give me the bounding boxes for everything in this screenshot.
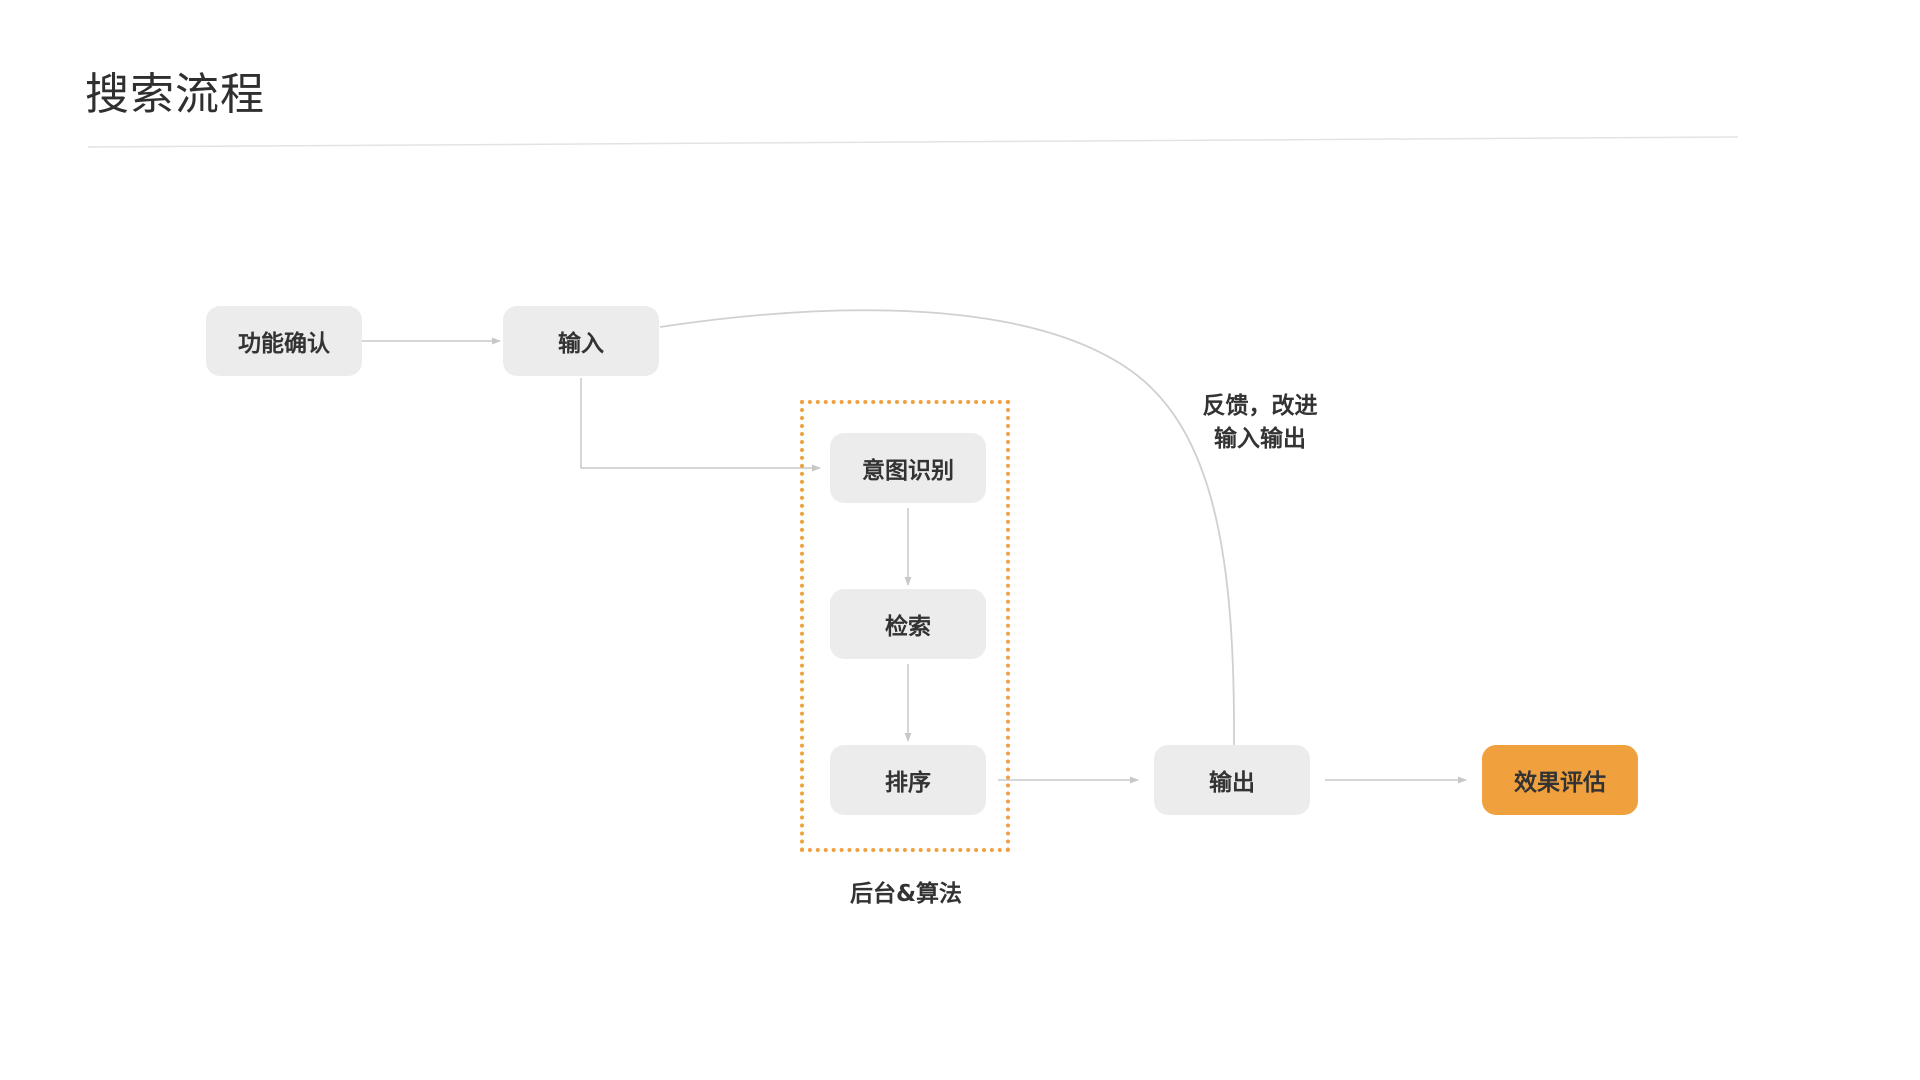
node-retrieval: 检索 [830, 589, 986, 659]
backend-algorithm-group [800, 400, 1010, 852]
arrow-input-to-intent [580, 378, 821, 472]
title-divider [87, 136, 1739, 148]
node-ranking: 排序 [830, 745, 986, 815]
node-output: 输出 [1154, 745, 1310, 815]
node-intent-recognition: 意图识别 [830, 433, 986, 503]
node-function-confirm: 功能确认 [206, 306, 362, 376]
feedback-label: 反馈，改进 输入输出 [1160, 390, 1360, 456]
feedback-curve [659, 309, 1235, 746]
node-input: 输入 [503, 306, 659, 376]
group-label: 后台&算法 [849, 881, 963, 907]
feedback-label-line-2: 输入输出 [1214, 426, 1306, 452]
feedback-label-line-1: 反馈，改进 [1202, 393, 1318, 419]
node-effect-evaluation: 效果评估 [1482, 745, 1638, 815]
page-title: 搜索流程 [85, 69, 265, 120]
